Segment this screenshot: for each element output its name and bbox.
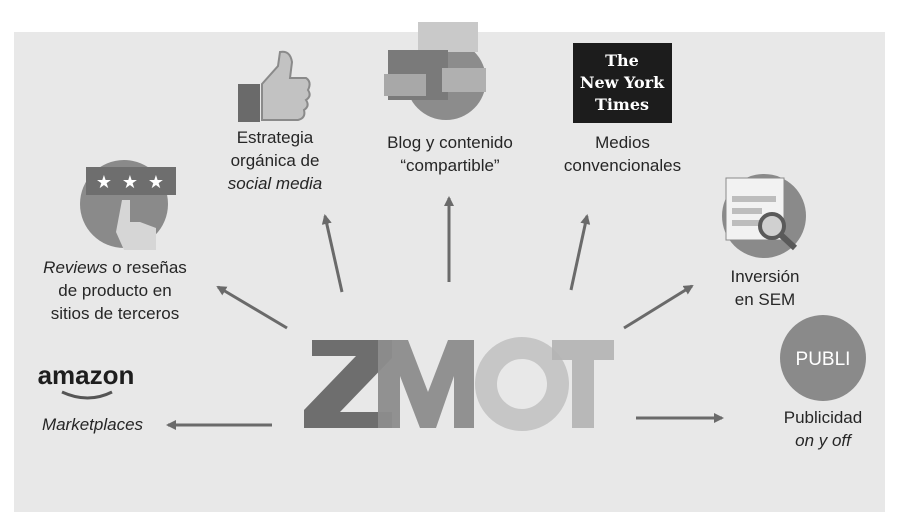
svg-text:★: ★ [148,172,164,192]
svg-text:Times: Times [595,95,649,114]
label-marketplaces: Marketplaces [41,415,144,434]
thumbs-up-icon [238,50,311,122]
arrow-social [321,214,344,293]
zmot-m [378,340,474,428]
label-social-line2: orgánica de [230,151,320,170]
label-sem: Inversión en SEM [700,265,830,311]
blog-content-icon [384,22,486,120]
publi-badge-text: PUBLI [796,349,851,370]
arrow-media [569,214,591,291]
arrow-reviews [216,285,288,330]
svg-text:★: ★ [96,172,112,192]
label-social-line3: social media [227,174,323,193]
label-reviews: Reviews o reseñas de producto en sitios … [20,256,210,325]
label-publi-line2: on y off [795,431,851,450]
svg-text:New York: New York [580,73,665,92]
svg-text:The: The [605,51,639,70]
amazon-logo: amazon [38,360,135,390]
zmot-t [552,340,614,428]
zmot-o [475,337,569,431]
nyt-logo: The New York Times [573,43,672,123]
label-publi-line1: Publicidad [783,408,863,427]
label-media-line2: convencionales [563,156,682,175]
label-publi: Publicidad on y off [760,406,886,452]
label-blog-line2: “compartible” [400,156,500,175]
amazon-smile-icon [61,390,113,400]
label-media-line1: Medios [595,133,650,152]
label-blog: Blog y contenido “compartible” [360,131,540,177]
star-rating-hand-icon: ★ ★ ★ [80,160,176,250]
label-blog-line1: Blog y contenido [387,133,513,152]
label-media: Medios convencionales [545,131,700,177]
svg-text:★: ★ [122,172,138,192]
label-reviews-line3: sitios de terceros [50,304,180,323]
arrow-sem [623,284,694,330]
label-sem-line1: Inversión [730,267,800,286]
label-sem-line2: en SEM [734,290,796,309]
label-social-line1: Estrategia [236,128,314,147]
search-results-icon [722,174,806,258]
label-reviews-italic: Reviews [43,258,108,277]
zmot-z [304,340,392,428]
publi-badge-circle [780,315,866,401]
zmot-logo [304,337,614,431]
label-reviews-rest: o reseñas [107,258,187,277]
label-reviews-line2: de producto en [58,281,172,300]
label-social: Estrategia orgánica de social media [200,126,350,195]
